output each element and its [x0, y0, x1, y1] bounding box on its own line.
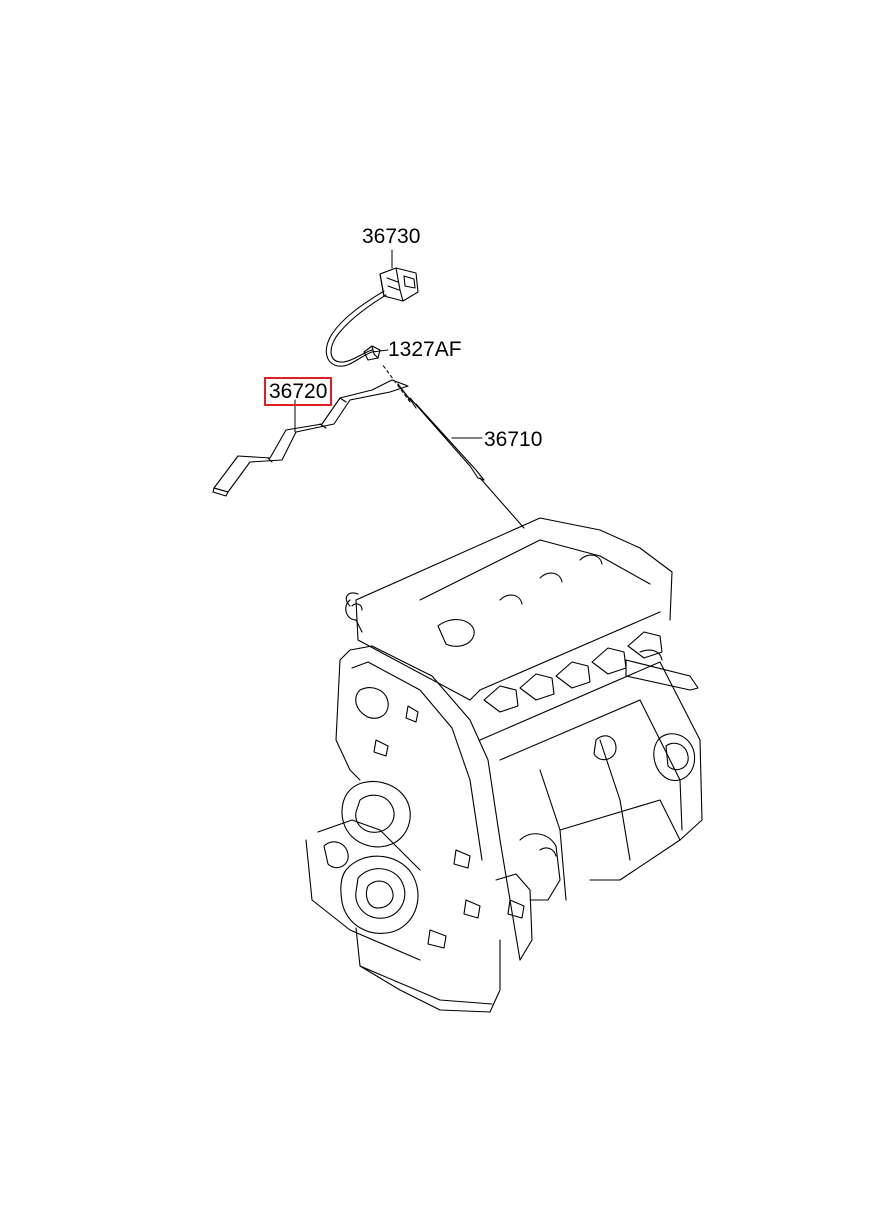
leader-lines — [294, 249, 483, 439]
part-label-36730[interactable]: 36730 — [362, 225, 421, 248]
part-label-1327AF[interactable]: 1327AF — [388, 338, 462, 361]
glow-plug-36710[interactable] — [397, 383, 525, 529]
part-label-36720-highlighted[interactable]: 36720 — [264, 377, 333, 406]
connector-36730[interactable] — [325, 267, 419, 367]
bolt-1327AF[interactable] — [363, 345, 381, 361]
part-label-36710[interactable]: 36710 — [484, 428, 543, 451]
bracket-36720[interactable] — [212, 379, 409, 497]
leader-36710-plug — [381, 363, 411, 403]
leader-1327AF — [371, 349, 389, 353]
engine-assembly — [305, 517, 703, 1013]
